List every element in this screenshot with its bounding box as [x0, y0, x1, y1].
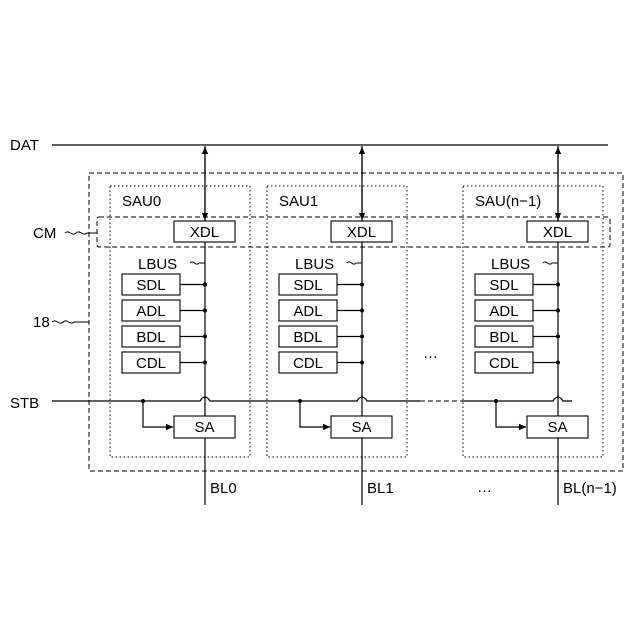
sa-label: SA [194, 419, 214, 436]
bitline-label: BL0 [210, 480, 237, 497]
stb-label: STB [10, 395, 39, 412]
cdl-label: CDL [489, 355, 519, 372]
adl-label: ADL [293, 303, 322, 320]
units-layer: SAU0XDLLBUSSDLADLBDLCDLSABL0SAU1XDLLBUSS… [110, 146, 617, 505]
adl-label: ADL [136, 303, 165, 320]
junction-dot [360, 309, 364, 313]
lbus-label: LBUS [138, 256, 177, 273]
junction-dot [556, 335, 560, 339]
bitline-label: BL1 [367, 480, 394, 497]
junction-dot [556, 361, 560, 365]
sdl-label: SDL [489, 277, 518, 294]
junction-dot [556, 309, 560, 313]
sense-amp-unit-2: SAU(n−1)XDL LBUS SDL ADL BDL CDL SA BL(n−1) [463, 146, 617, 505]
sdl-label: SDL [293, 277, 322, 294]
junction-dot [203, 361, 207, 365]
dat-label: DAT [10, 137, 39, 154]
lbus-label: LBUS [295, 256, 334, 273]
xdl-label: XDL [347, 224, 376, 241]
cdl-label: CDL [293, 355, 323, 372]
lbus-label: LBUS [491, 256, 530, 273]
ref-18: 18 [33, 314, 89, 331]
unit-title: SAU1 [279, 193, 318, 210]
adl-label: ADL [489, 303, 518, 320]
junction-dot [203, 335, 207, 339]
sdl-label: SDL [136, 277, 165, 294]
cm-label: CM [33, 225, 56, 242]
xdl-label: XDL [543, 224, 572, 241]
ellipsis-middle: … [423, 345, 438, 362]
junction-dot [203, 309, 207, 313]
junction-dot [556, 283, 560, 287]
dat-bus: DAT [10, 137, 608, 154]
junction-dot [360, 283, 364, 287]
bdl-label: BDL [489, 329, 518, 346]
bitline-label: BL(n−1) [563, 480, 617, 497]
sense-amp-unit-1: SAU1XDL LBUS SDL ADL BDL CDL SA BL1 [267, 146, 407, 505]
junction-dot [360, 361, 364, 365]
junction-dot [360, 335, 364, 339]
unit-title: SAU(n−1) [475, 193, 541, 210]
unit-title: SAU0 [122, 193, 161, 210]
sense-amp-unit-0: SAU0XDL LBUS SDL ADL BDL CDL SA BL0 [110, 146, 250, 505]
xdl-label: XDL [190, 224, 219, 241]
ellipsis-bitlines: … [477, 479, 492, 496]
bdl-label: BDL [136, 329, 165, 346]
ref-cm: CM [33, 225, 97, 242]
bdl-label: BDL [293, 329, 322, 346]
sa-label: SA [547, 419, 567, 436]
ref-18-label: 18 [33, 314, 50, 331]
junction-dot [203, 283, 207, 287]
cdl-label: CDL [136, 355, 166, 372]
stb-line: STB [10, 395, 572, 412]
sa-label: SA [351, 419, 371, 436]
